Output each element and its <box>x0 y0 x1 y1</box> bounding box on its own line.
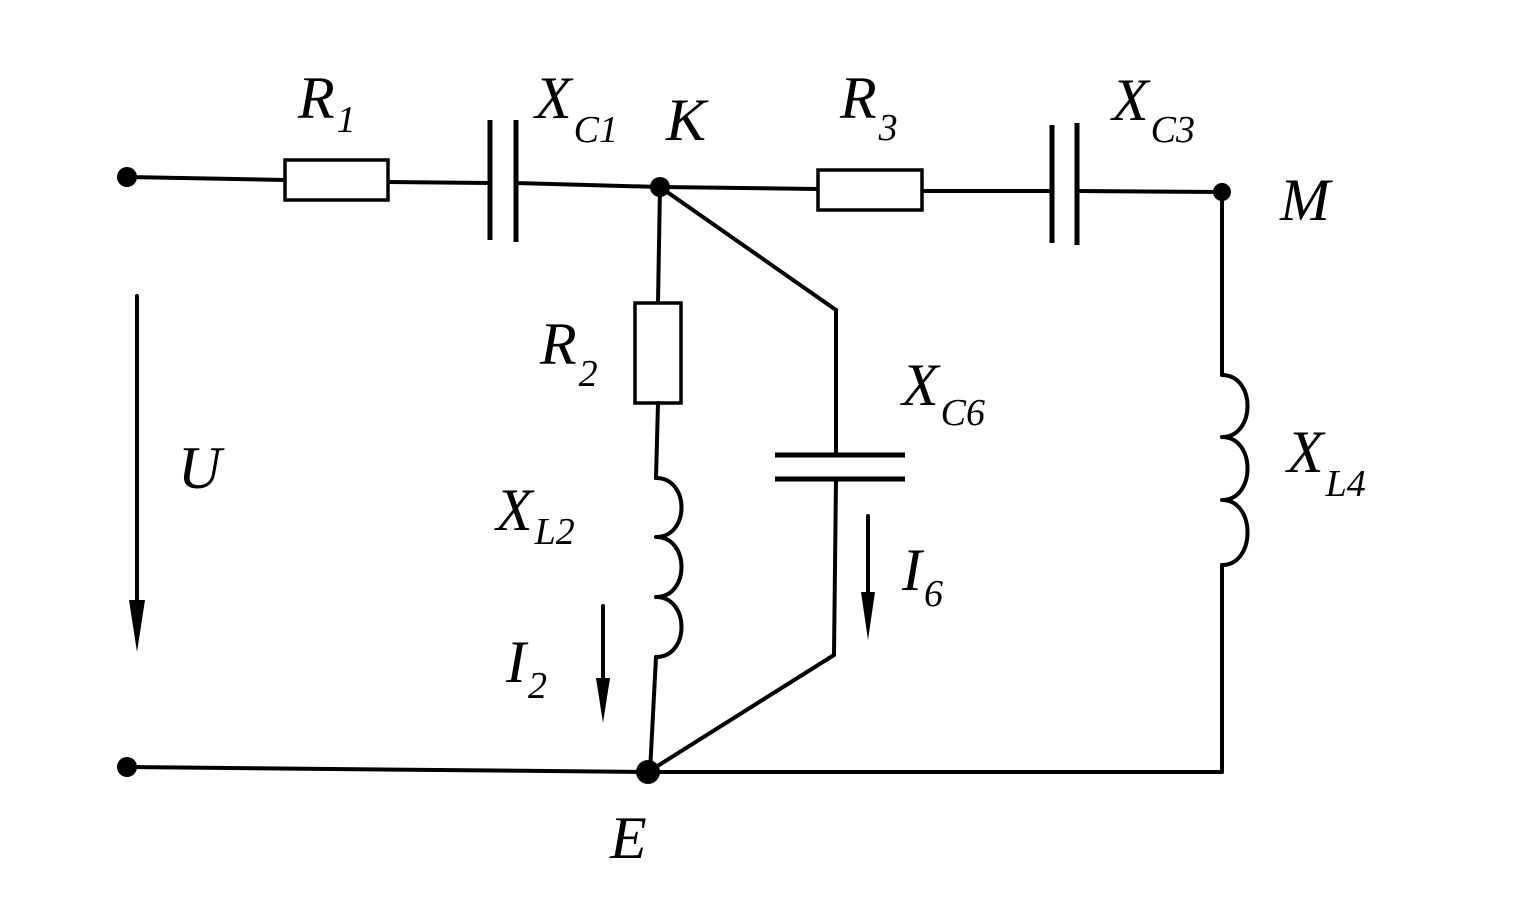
label-r2: R2 <box>539 311 598 395</box>
label-xc1: XC1 <box>533 65 618 151</box>
label-i6: I6 <box>901 537 943 615</box>
label-r3: R3 <box>839 65 898 149</box>
branch-xl4 <box>1220 190 1250 774</box>
label-xc6: XC6 <box>900 352 985 434</box>
label-u: U <box>178 435 225 501</box>
label-xl4: XL4 <box>1285 419 1366 505</box>
label-r1: R1 <box>297 65 356 141</box>
current-arrow-i2 <box>596 604 610 723</box>
capacitor-xc1 <box>487 120 519 242</box>
resistor-r2 <box>633 301 683 405</box>
resistor-r3 <box>816 168 924 212</box>
capacitor-xc3 <box>1049 123 1080 245</box>
input-terminal-bottom <box>117 757 137 777</box>
voltage-arrow-u <box>129 294 145 652</box>
branch-xc6 <box>646 185 905 774</box>
branch-r2-xl2 <box>633 185 684 774</box>
current-arrow-i6 <box>861 514 875 640</box>
top-wire <box>125 175 1224 194</box>
label-xl2: XL2 <box>494 477 575 553</box>
label-node-m: M <box>1279 167 1333 233</box>
resistor-r1 <box>283 158 390 202</box>
bottom-wire <box>125 765 1224 774</box>
label-xc3: XC3 <box>1110 67 1195 151</box>
inductor-xl4 <box>1220 373 1250 567</box>
label-node-k: K <box>665 87 709 153</box>
input-terminal-top <box>117 167 137 187</box>
inductor-xl2 <box>654 476 684 659</box>
label-i2: I2 <box>505 629 547 707</box>
label-node-e: E <box>609 805 647 871</box>
